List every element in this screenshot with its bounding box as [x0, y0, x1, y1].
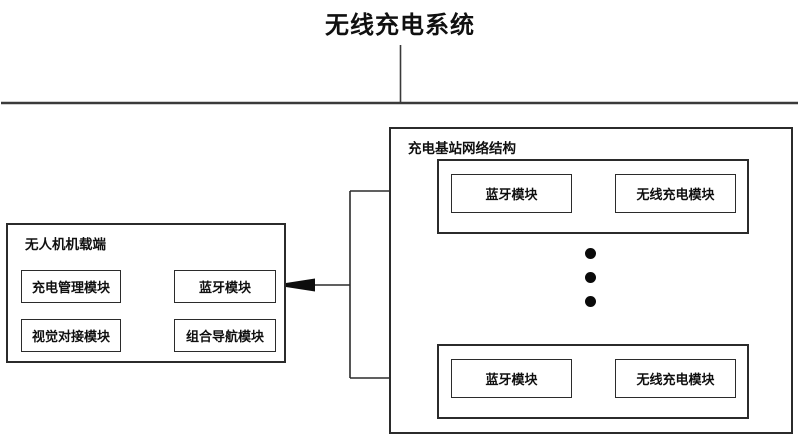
- ellipsis-dot: [585, 296, 596, 307]
- module-box-charge-management: 充电管理模块: [21, 270, 121, 303]
- module-box-uav-bluetooth: 蓝牙模块: [174, 270, 276, 303]
- ellipsis-dot: [585, 272, 596, 283]
- module-box-integrated-navigation: 组合导航模块: [174, 319, 276, 352]
- module-box-station-bottom-wireless-charging: 无线充电模块: [615, 359, 736, 398]
- page-title: 无线充电系统: [325, 11, 475, 39]
- module-box-station-bottom-bluetooth: 蓝牙模块: [451, 359, 572, 398]
- module-box-station-top-wireless-charging: 无线充电模块: [615, 174, 736, 213]
- station-unit-bottom: 蓝牙模块 无线充电模块: [437, 344, 749, 419]
- arrowhead-middle-left-icon: [273, 278, 315, 292]
- module-box-visual-docking: 视觉对接模块: [21, 319, 121, 352]
- ellipsis-dot: [585, 248, 596, 259]
- uav-terminal-panel-label: 无人机机载端: [25, 237, 106, 253]
- uav-terminal-panel: 无人机机载端 充电管理模块 蓝牙模块 视觉对接模块 组合导航模块: [6, 223, 286, 363]
- module-box-station-top-bluetooth: 蓝牙模块: [451, 174, 572, 213]
- base-station-network-panel-label: 充电基站网络结构: [408, 141, 516, 157]
- station-unit-top: 蓝牙模块 无线充电模块: [437, 159, 749, 234]
